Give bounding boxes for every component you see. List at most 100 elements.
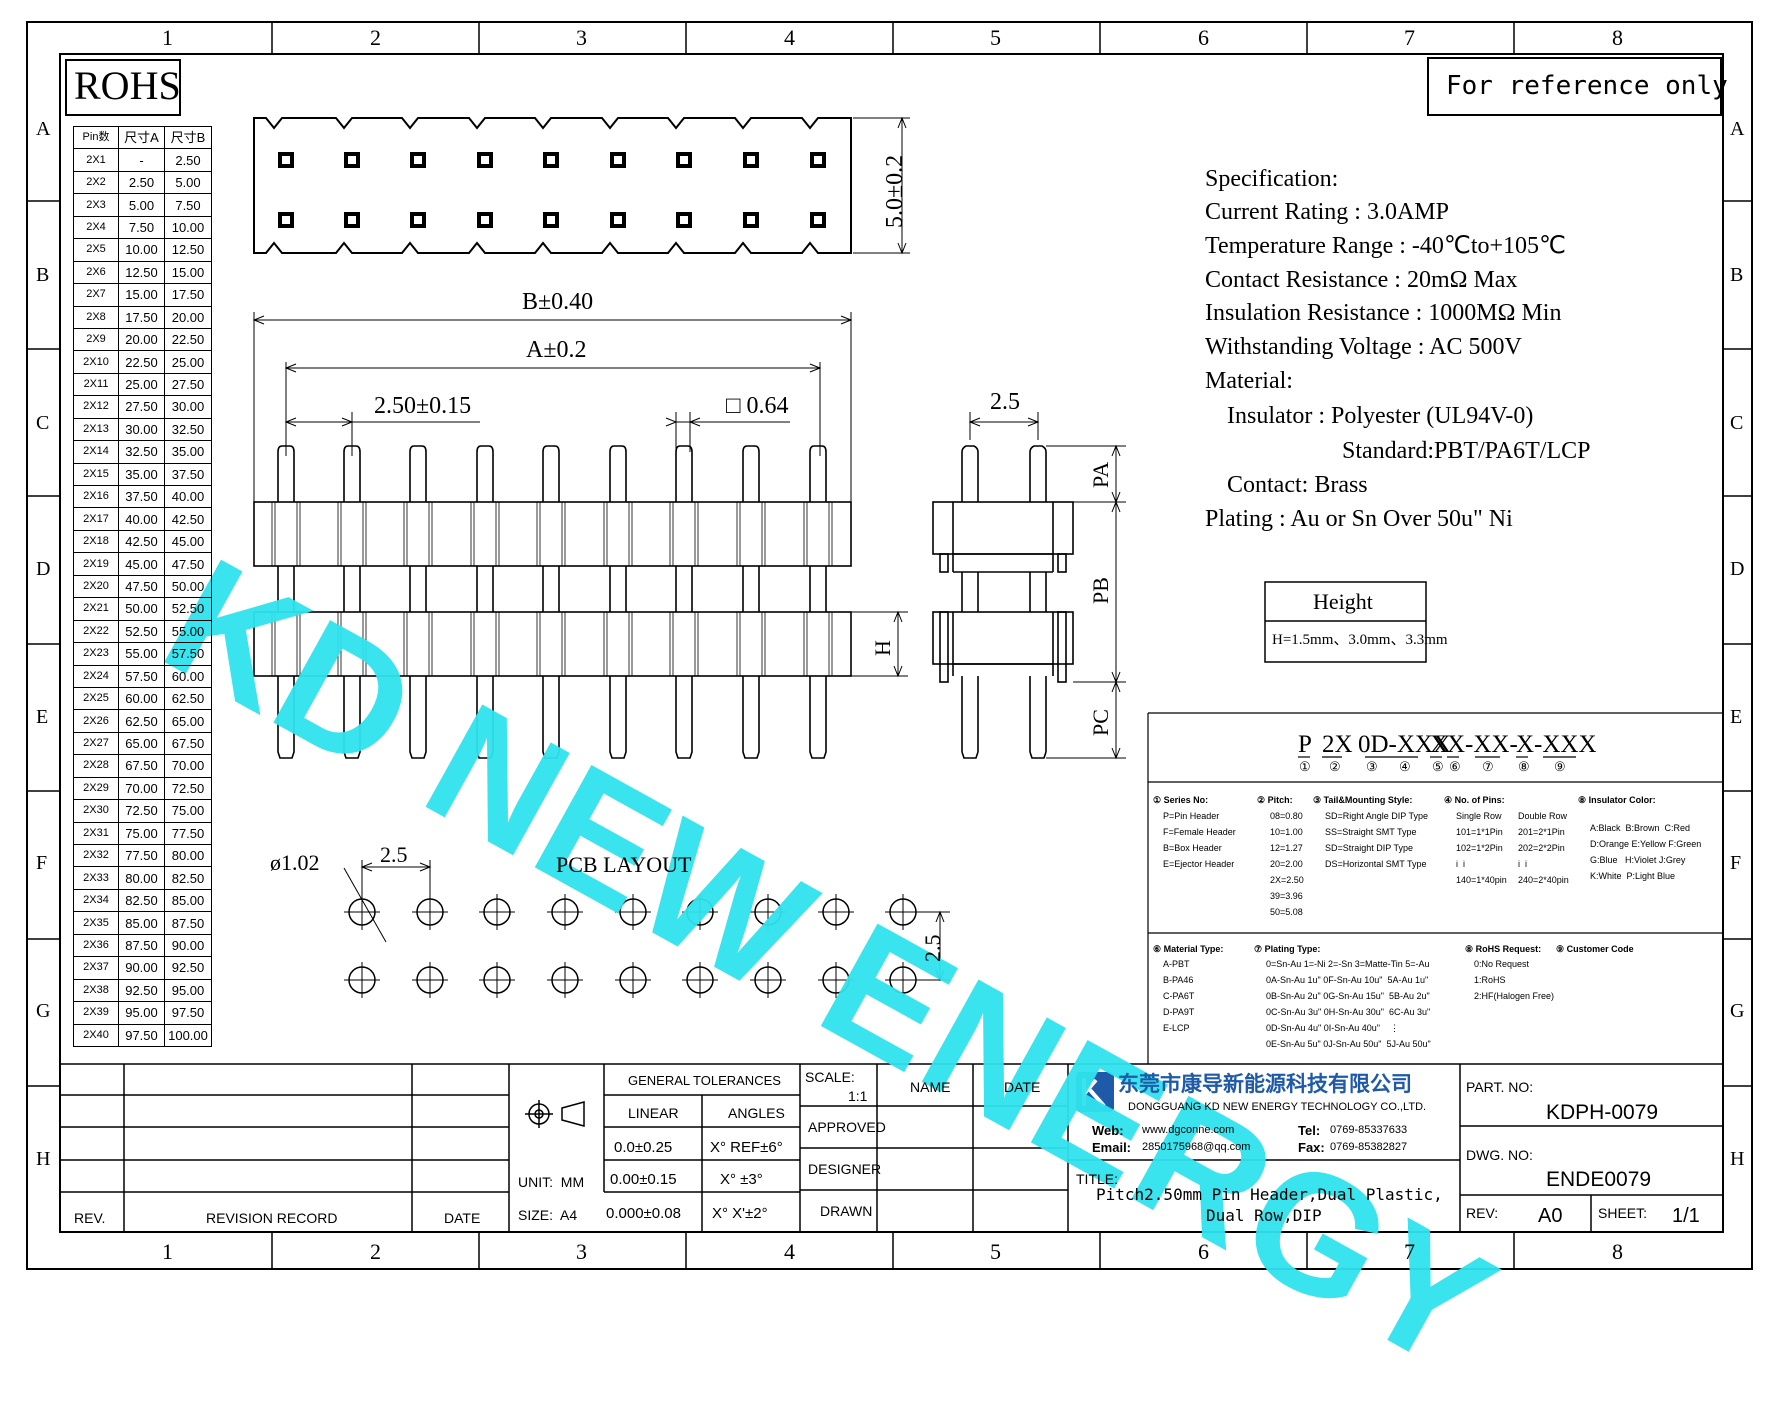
tol-linear-2: 0.00±0.15 bbox=[610, 1171, 677, 1188]
rohs-label: ROHS bbox=[74, 63, 181, 108]
web-value: www.dgconne.com bbox=[1142, 1124, 1235, 1136]
table-cell: 82.50 bbox=[164, 866, 212, 890]
table-cell: 67.50 bbox=[118, 754, 165, 778]
grid-column-label: 8 bbox=[1612, 1239, 1623, 1264]
pin-square-inner bbox=[348, 156, 356, 164]
table-cell: 2X29 bbox=[73, 776, 119, 801]
grid-column-label: 5 bbox=[990, 25, 1001, 50]
legend-item: K:White P:Light Blue bbox=[1590, 871, 1676, 881]
legend-item: P=Pin Header bbox=[1163, 811, 1220, 821]
dim-pitch: 2.50±0.15 bbox=[374, 393, 472, 419]
table-cell: 2.50 bbox=[118, 170, 165, 195]
table-cell: 27.50 bbox=[164, 372, 212, 397]
company-name-en: DONGGUANG KD NEW ENERGY TECHNOLOGY CO.,L… bbox=[1128, 1101, 1427, 1113]
table-cell: 12.50 bbox=[164, 238, 212, 262]
sheet-value: 1/1 bbox=[1672, 1205, 1700, 1227]
grid-row-label: F bbox=[1730, 852, 1742, 874]
pin-square-inner bbox=[547, 156, 555, 164]
code-marker: ⑨ bbox=[1554, 759, 1566, 774]
front-pin bbox=[409, 445, 427, 759]
legend-item: 0E-Sn-Au 5u" 0J-Sn-Au 50u" 5J-Au 50u" bbox=[1266, 1039, 1431, 1049]
table-cell: 20.00 bbox=[164, 305, 212, 329]
table-cell: 72.50 bbox=[118, 799, 165, 823]
table-cell: 2X26 bbox=[73, 709, 119, 733]
table-cell: 2X13 bbox=[73, 417, 119, 442]
table-row: 2X1-2.50 bbox=[73, 148, 212, 172]
table-cell: 2X25 bbox=[73, 686, 119, 711]
table-cell: 2X37 bbox=[73, 956, 119, 980]
grid-row-label: H bbox=[1730, 1148, 1745, 1170]
table-cell: 5.00 bbox=[118, 193, 165, 217]
tol-linear-1: 0.0±0.25 bbox=[614, 1139, 673, 1156]
table-cell: 10.00 bbox=[118, 238, 165, 262]
legend-item: i i bbox=[1518, 859, 1527, 869]
table-cell: 2X11 bbox=[73, 372, 119, 397]
table-cell: 65.00 bbox=[164, 709, 212, 733]
grid-row-label: E bbox=[1730, 706, 1743, 728]
tol-angle-1: X° REF±6° bbox=[710, 1139, 783, 1156]
legend-item: A:Black B:Brown C:Red bbox=[1590, 823, 1691, 833]
linear-label: LINEAR bbox=[628, 1105, 679, 1121]
dim-pin-square: □ 0.64 bbox=[726, 393, 789, 419]
table-cell: 42.50 bbox=[118, 529, 165, 554]
title-line1: Pitch2.50mm Pin Header,Dual Plastic, bbox=[1096, 1185, 1443, 1204]
grid-column-label: 1 bbox=[162, 25, 173, 50]
table-header: 尺寸B bbox=[164, 125, 212, 150]
table-cell: 97.50 bbox=[118, 1023, 165, 1047]
pcb-hole-cross bbox=[682, 894, 718, 930]
table-cell: 52.50 bbox=[118, 619, 165, 644]
name-header: NAME bbox=[910, 1079, 951, 1095]
table-cell: 47.50 bbox=[164, 552, 212, 576]
legend-item: 2:HF(Halogen Free) bbox=[1474, 991, 1555, 1001]
table-cell: 90.00 bbox=[164, 933, 212, 958]
table-cell: 2.50 bbox=[164, 148, 212, 172]
table-cell: 60.00 bbox=[118, 686, 165, 711]
legend-plating-title: ⑦ Plating Type: bbox=[1254, 944, 1321, 954]
legend-item: Double Row bbox=[1518, 811, 1568, 821]
pin-square-inner bbox=[680, 156, 688, 164]
legend-tail-title: ③ Tail&Mounting Style: bbox=[1313, 795, 1413, 805]
pcb-hole-cross bbox=[682, 962, 718, 998]
grid-row-label: G bbox=[36, 1000, 51, 1022]
pin-square-inner bbox=[282, 216, 290, 224]
dwg-no-label: DWG. NO: bbox=[1466, 1147, 1533, 1163]
reference-label: For reference only bbox=[1446, 71, 1728, 101]
approved-label: APPROVED bbox=[808, 1119, 886, 1135]
code-seg-material: X bbox=[1430, 731, 1449, 758]
projection-symbol-icon bbox=[525, 1100, 585, 1128]
drawing-frame bbox=[26, 21, 1753, 1270]
table-cell: 2X17 bbox=[73, 507, 119, 531]
legend-item: C-PA6T bbox=[1163, 991, 1195, 1001]
table-cell: 100.00 bbox=[164, 1023, 212, 1047]
legend-item: 202=2*2Pin bbox=[1518, 843, 1565, 853]
legend-item: F=Female Header bbox=[1163, 827, 1236, 837]
part-no-value: KDPH-0079 bbox=[1546, 1101, 1659, 1124]
table-cell: 82.50 bbox=[118, 888, 165, 913]
pin-square-inner bbox=[282, 156, 290, 164]
legend-item: SD=Right Angle DIP Type bbox=[1325, 811, 1428, 821]
table-cell: 2X22 bbox=[73, 619, 119, 644]
pcb-hole-cross bbox=[479, 962, 515, 998]
height-value: H=1.5mm、3.0mm、3.3mm bbox=[1272, 632, 1448, 648]
front-pin bbox=[343, 445, 361, 759]
spec-line: Temperature Range : -40℃to+105℃ bbox=[1205, 233, 1566, 259]
table-cell: 2X19 bbox=[73, 552, 119, 576]
legend-item: 39=3.96 bbox=[1270, 891, 1303, 901]
legend-item: 12=1.27 bbox=[1270, 843, 1303, 853]
table-cell: 55.00 bbox=[118, 642, 165, 666]
legend-item: i i bbox=[1456, 859, 1465, 869]
tol-angle-2: X° ±3° bbox=[720, 1171, 763, 1188]
rev-label: REV: bbox=[1466, 1205, 1499, 1221]
table-cell: 77.50 bbox=[164, 821, 212, 846]
